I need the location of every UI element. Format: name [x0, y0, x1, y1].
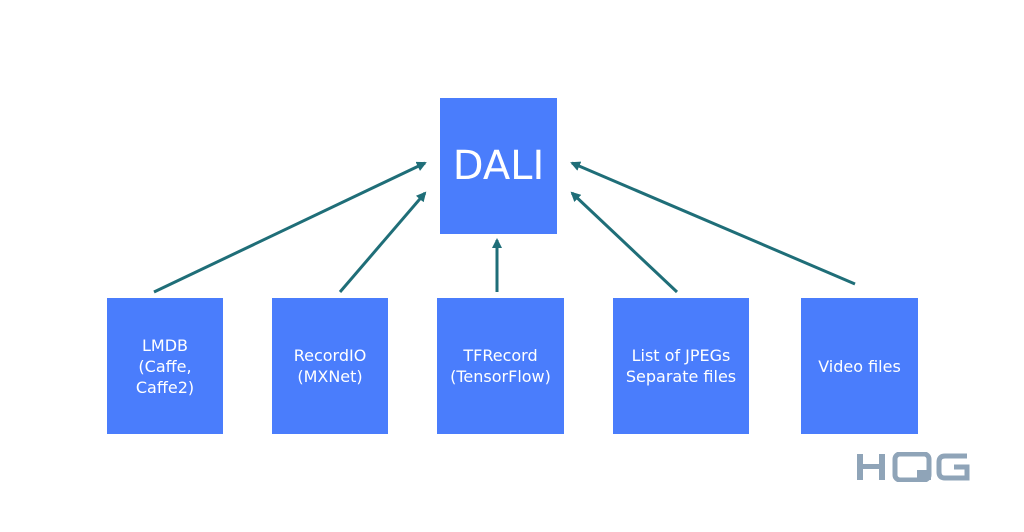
- dali-label: DALI: [452, 143, 545, 189]
- source-label-video: Video files: [818, 356, 901, 376]
- source-label-lmdb: LMDB (Caffe, Caffe2): [135, 335, 195, 397]
- dali-box: DALI: [440, 98, 557, 234]
- source-label-jpegs: List of JPEGs Separate files: [625, 346, 737, 386]
- arrow-lmdb-to-dali: [153, 161, 427, 294]
- arrow-jpegs-to-dali: [570, 191, 679, 294]
- source-box-recordio: RecordIO (MXNet): [272, 298, 388, 434]
- arrow-recordio-to-dali: [338, 191, 427, 293]
- source-box-lmdb: LMDB (Caffe, Caffe2): [107, 298, 223, 434]
- arrow-video-to-dali: [570, 161, 856, 286]
- source-box-tfrecord: TFRecord (TensorFlow): [437, 298, 564, 434]
- source-label-tfrecord: TFRecord (TensorFlow): [450, 346, 551, 386]
- source-label-recordio: RecordIO (MXNet): [293, 346, 367, 386]
- hqg-logo: [857, 452, 970, 482]
- source-box-video: Video files: [801, 298, 918, 434]
- source-box-jpegs: List of JPEGs Separate files: [613, 298, 749, 434]
